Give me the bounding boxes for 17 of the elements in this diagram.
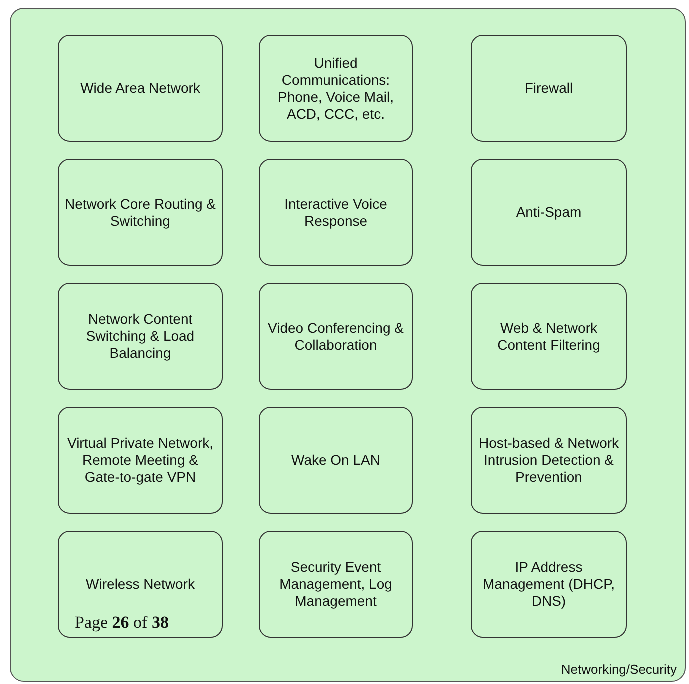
category-box: Firewall — [471, 35, 627, 142]
group-label: Networking/Security — [561, 662, 677, 677]
category-box: IP Address Management (DHCP, DNS) — [471, 531, 627, 638]
category-box: Web & Network Content Filtering — [471, 283, 627, 390]
category-box: Interactive Voice Response — [259, 159, 413, 266]
category-box: Network Core Routing & Switching — [58, 159, 223, 266]
category-box: Security Event Management, Log Management — [259, 531, 413, 638]
category-box: Host-based & Network Intrusion Detection & Prevention — [471, 407, 627, 514]
page-number: Page 26 of 38 — [75, 613, 169, 633]
category-box: Wide Area Network — [58, 35, 223, 142]
category-box: Unified Communications: Phone, Voice Mail, ACD, CCC, etc. — [259, 35, 413, 142]
group-panel — [10, 8, 686, 682]
category-box: Virtual Private Network, Remote Meeting & Gate-to-gate VPN — [58, 407, 223, 514]
category-box: Video Conferencing & Collaboration — [259, 283, 413, 390]
category-box: Anti-Spam — [471, 159, 627, 266]
category-box: Network Content Switching & Load Balancing — [58, 283, 223, 390]
category-box: Wake On LAN — [259, 407, 413, 514]
